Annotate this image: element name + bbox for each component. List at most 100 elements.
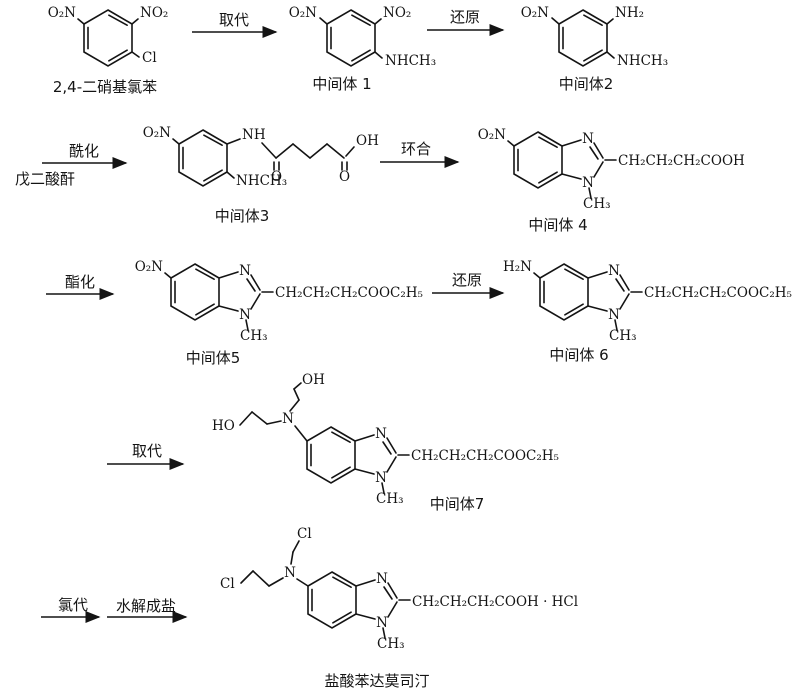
compound-bendamustine-hydrochloride: Cl Cl N N N CH₃ CH₂CH₂CH₂COOH · HCl 盐酸苯达… bbox=[220, 526, 578, 690]
imidazole-n-bottom-label: N bbox=[375, 470, 387, 486]
chloroethyl-arm-bonds bbox=[240, 540, 309, 587]
reaction-arrow-substitution-2: 取代 bbox=[107, 442, 185, 470]
nitro-left-label: O₂N bbox=[289, 5, 317, 21]
reaction-arrow-hydrolysis-salt: 水解成盐 bbox=[107, 597, 188, 623]
hydroxyl-top-label: OH bbox=[302, 372, 325, 388]
arrow-label: 酰化 bbox=[69, 142, 99, 160]
arrow-label: 取代 bbox=[132, 442, 162, 460]
substituent-bonds bbox=[319, 17, 383, 59]
chloro-left-label: Cl bbox=[220, 576, 235, 592]
compound-intermediate-6: H₂N N N CH₃ CH₂CH₂CH₂COOC₂H₅ 中间体 6 bbox=[503, 259, 792, 364]
benzene-ring bbox=[170, 263, 220, 321]
carbonyl-o-right-label: O bbox=[339, 169, 350, 185]
chloro-top-label: Cl bbox=[297, 526, 312, 542]
hydroxyl-left-label: HO bbox=[212, 418, 235, 434]
benzene-ring bbox=[178, 129, 228, 187]
substituent-bonds bbox=[551, 17, 615, 59]
benzene-ring bbox=[306, 426, 356, 484]
n-methyl-label: CH₃ bbox=[609, 328, 637, 344]
imidazole-n-top-label: N bbox=[375, 426, 387, 442]
side-chain-label: CH₂CH₂CH₂COOH · HCl bbox=[412, 594, 578, 610]
amine-n-label: N bbox=[282, 411, 294, 427]
compound-intermediate-2: O₂N NH₂ NHCH₃ 中间体2 bbox=[521, 5, 668, 93]
benzene-ring bbox=[558, 9, 608, 67]
side-chain-label: CH₂CH₂CH₂COOC₂H₅ bbox=[275, 285, 423, 301]
reaction-arrow-reduction-1: 还原 bbox=[427, 8, 505, 36]
arrow-label: 氯代 bbox=[58, 596, 88, 614]
side-chain-label: CH₂CH₂CH₂COOC₂H₅ bbox=[411, 448, 559, 464]
compound-intermediate-1: O₂N NO₂ NHCH₃ 中间体 1 bbox=[289, 5, 436, 93]
compound-intermediate-4: O₂N N N CH₃ CH₂CH₂CH₂COOH 中间体 4 bbox=[478, 127, 745, 234]
amino-label: NH₂ bbox=[615, 5, 644, 21]
imidazole-n-bottom-label: N bbox=[582, 175, 594, 191]
side-chain-label: CH₂CH₂CH₂COOH bbox=[618, 153, 745, 169]
compound-caption: 中间体2 bbox=[559, 75, 614, 93]
compound-intermediate-7: OH HO N N N CH₃ CH₂CH₂CH₂COOC₂H₅ 中间体7 bbox=[212, 372, 559, 513]
reaction-arrow-reduction-2: 还原 bbox=[432, 271, 505, 299]
reaction-arrow-substitution-1: 取代 bbox=[192, 11, 278, 38]
nitro-left-label: O₂N bbox=[143, 125, 171, 141]
methylamino-label: NHCH₃ bbox=[236, 173, 287, 189]
substituent-bonds bbox=[172, 138, 355, 179]
compound-caption: 中间体5 bbox=[186, 349, 241, 367]
imidazole-n-top-label: N bbox=[239, 263, 251, 279]
amine-n-label: N bbox=[284, 565, 296, 581]
carbonyl-o-left-label: O bbox=[271, 169, 282, 185]
acid-oh-label: OH bbox=[356, 133, 379, 149]
nitro-left-label: O₂N bbox=[521, 5, 549, 21]
benzene-ring bbox=[513, 131, 563, 189]
imidazole-n-top-label: N bbox=[582, 131, 594, 147]
compound-caption: 中间体7 bbox=[430, 495, 485, 513]
arrow-label: 还原 bbox=[450, 8, 480, 26]
imidazole-n-bottom-label: N bbox=[376, 615, 388, 631]
arrow-label: 水解成盐 bbox=[116, 597, 176, 615]
arrow-label: 还原 bbox=[452, 271, 482, 289]
substituent-bonds bbox=[533, 272, 541, 279]
compound-caption: 2,4-二硝基氯苯 bbox=[53, 78, 157, 96]
compound-caption: 盐酸苯达莫司汀 bbox=[324, 672, 429, 690]
reaction-arrow-acylation: 酰化 戊二酸酐 bbox=[15, 142, 128, 188]
reaction-arrow-esterification: 酯化 bbox=[46, 273, 115, 300]
compound-caption: 中间体 1 bbox=[312, 75, 371, 93]
n-methyl-label: CH₃ bbox=[583, 196, 611, 212]
n-methyl-label: CH₃ bbox=[240, 328, 268, 344]
arrow-label: 取代 bbox=[219, 11, 249, 29]
substituent-bonds bbox=[507, 140, 515, 147]
imidazole-n-top-label: N bbox=[608, 263, 620, 279]
imidazole-n-top-label: N bbox=[376, 571, 388, 587]
compound-intermediate-5: O₂N N N CH₃ CH₂CH₂CH₂COOC₂H₅ 中间体5 bbox=[135, 259, 423, 367]
side-chain-label: CH₂CH₂CH₂COOC₂H₅ bbox=[644, 285, 792, 301]
substituent-bonds bbox=[77, 18, 140, 58]
reaction-arrow-cyclization: 环合 bbox=[380, 140, 460, 168]
arrow-label: 环合 bbox=[401, 140, 431, 158]
compound-24-dinitrochlorobenzene: O₂N NO₂ Cl 2,4-二硝基氯苯 bbox=[48, 5, 169, 96]
compound-caption: 中间体3 bbox=[215, 207, 270, 225]
arrow-label: 酯化 bbox=[65, 273, 95, 291]
benzene-ring bbox=[83, 9, 133, 67]
n-methyl-label: CH₃ bbox=[376, 491, 404, 507]
nitro-label: O₂N bbox=[135, 259, 163, 275]
chloro-label: Cl bbox=[142, 50, 157, 66]
nitro-left-label: O₂N bbox=[48, 5, 76, 21]
compound-caption: 中间体 6 bbox=[549, 346, 608, 364]
nitro-right-label: NO₂ bbox=[383, 5, 411, 21]
methylamino-label: NHCH₃ bbox=[617, 53, 668, 69]
n-methyl-label: CH₃ bbox=[377, 636, 405, 652]
nitro-label: O₂N bbox=[478, 127, 506, 143]
imidazole-n-bottom-label: N bbox=[239, 307, 251, 323]
nitro-right-label: NO₂ bbox=[140, 5, 168, 21]
benzene-ring bbox=[307, 571, 357, 629]
amino-label: H₂N bbox=[503, 259, 532, 275]
hydroxyethyl-arm-bonds bbox=[239, 382, 308, 442]
reaction-arrow-chlorination: 氯代 bbox=[41, 596, 101, 623]
benzene-ring bbox=[326, 9, 376, 67]
substituent-bonds bbox=[164, 272, 172, 279]
methylamino-label: NHCH₃ bbox=[385, 53, 436, 69]
compound-caption: 中间体 4 bbox=[528, 216, 587, 234]
compound-intermediate-3: O₂N NH O O OH NHCH₃ 中间体3 bbox=[143, 125, 379, 225]
amide-nh-label: NH bbox=[242, 127, 266, 143]
benzene-ring bbox=[539, 263, 589, 321]
imidazole-n-bottom-label: N bbox=[608, 307, 620, 323]
